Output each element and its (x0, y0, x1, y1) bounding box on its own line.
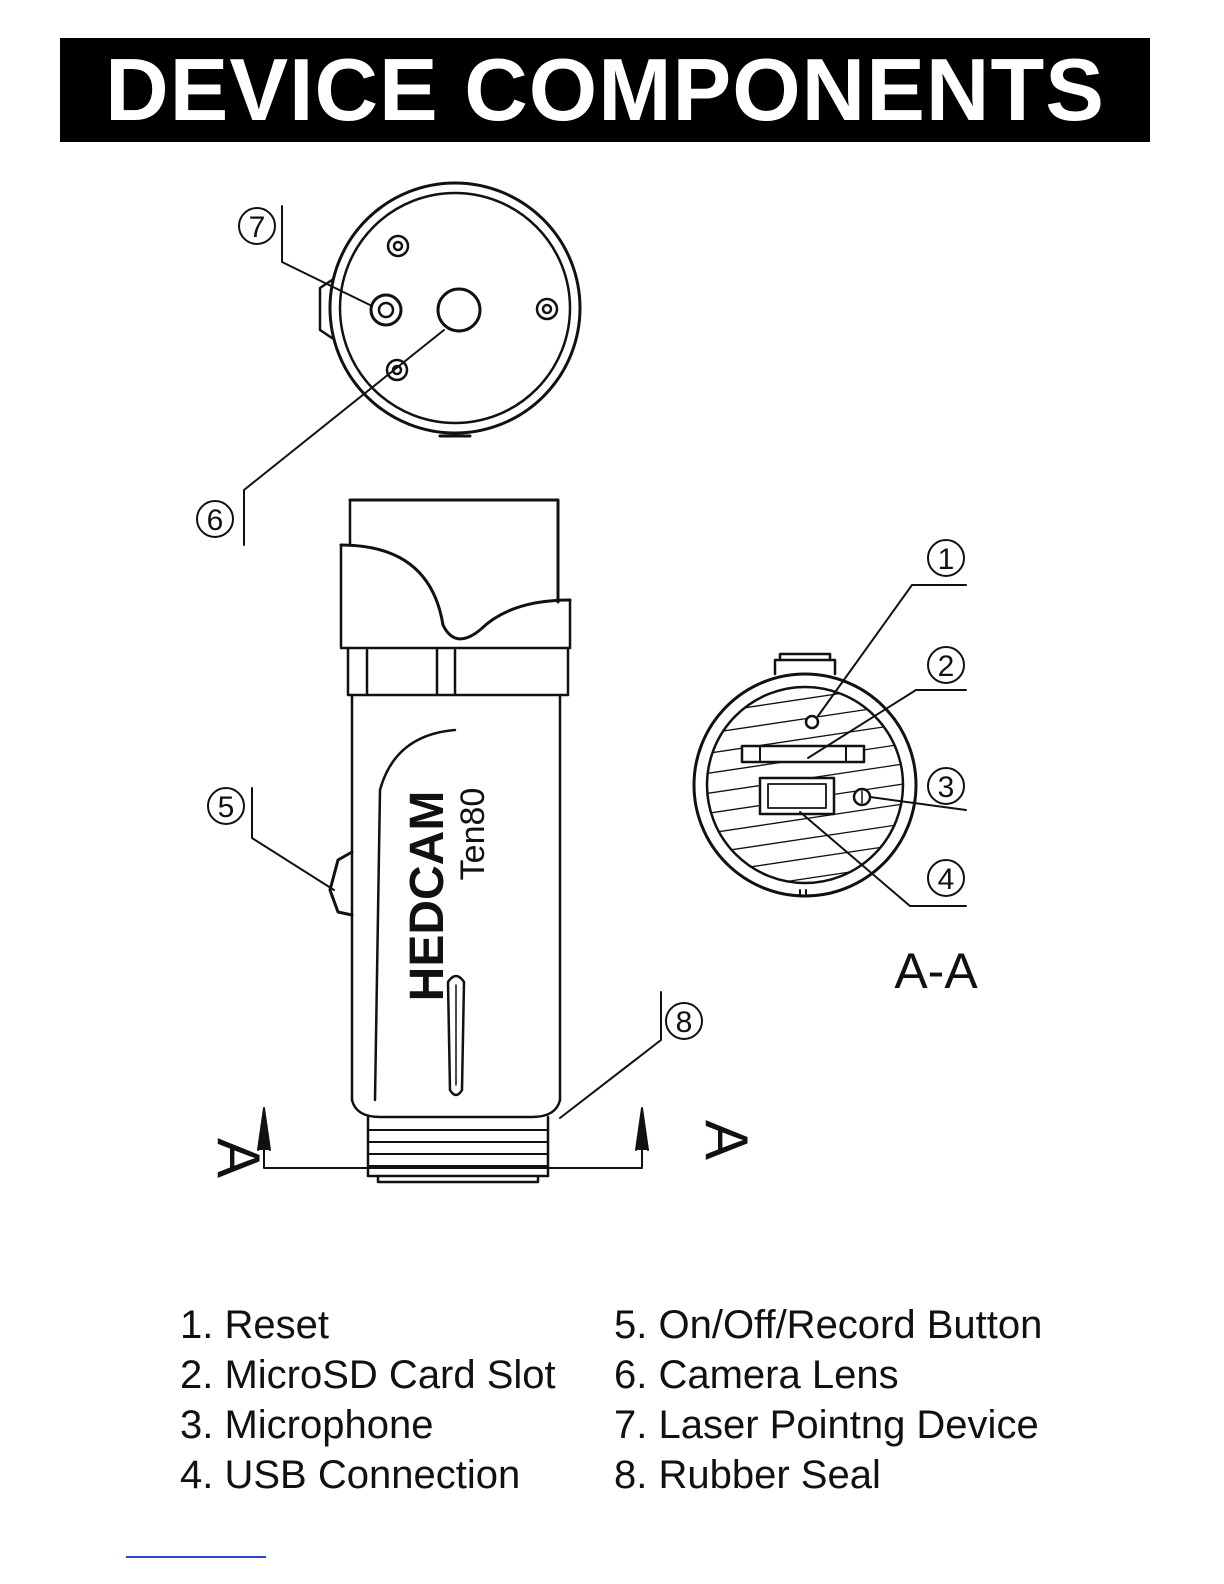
svg-text:4: 4 (938, 863, 955, 896)
callout-4: 4 (928, 860, 964, 896)
callout-2: 2 (928, 647, 964, 683)
legend-item: 7. Laser Pointng Device (614, 1400, 1042, 1450)
legend-item: 6. Camera Lens (614, 1350, 1042, 1400)
callout-7: 7 (239, 208, 275, 244)
callouts: 7 6 5 8 1 2 3 4 (197, 208, 964, 1039)
section-label: A-A (894, 943, 978, 999)
svg-text:6: 6 (207, 504, 224, 537)
legend-right: 5. On/Off/Record Button 6. Camera Lens 7… (614, 1300, 1042, 1500)
callout-6: 6 (197, 501, 233, 537)
svg-text:3: 3 (938, 771, 955, 804)
svg-text:2: 2 (938, 650, 955, 683)
legend-item: 4. USB Connection (180, 1450, 556, 1500)
legend-item: 3. Microphone (180, 1400, 556, 1450)
legend-item: 2. MicroSD Card Slot (180, 1350, 556, 1400)
footer-divider (126, 1556, 266, 1558)
svg-text:7: 7 (249, 211, 266, 244)
section-view (690, 585, 966, 906)
screw-icon (388, 236, 408, 256)
callout-1: 1 (928, 540, 964, 576)
svg-text:5: 5 (218, 791, 235, 824)
laser-pointer-icon (371, 295, 401, 325)
callout-8: 8 (666, 1003, 702, 1039)
legend-item: 8. Rubber Seal (614, 1450, 1042, 1500)
front-view (244, 183, 580, 545)
camera-lens-icon (438, 289, 480, 331)
section-marker-left: A (205, 1138, 272, 1178)
brand-model: Ten80 (454, 788, 492, 881)
reset-icon (806, 716, 818, 728)
section-marker-right: A (693, 1120, 760, 1160)
svg-text:8: 8 (676, 1006, 693, 1039)
brand-logo: HEDCAM Ten80 (401, 788, 492, 1002)
callout-5: 5 (208, 788, 244, 824)
callout-3: 3 (928, 768, 964, 804)
screw-icon (537, 299, 557, 319)
legend-item: 1. Reset (180, 1300, 556, 1350)
legend-left: 1. Reset 2. MicroSD Card Slot 3. Microph… (180, 1300, 556, 1500)
svg-text:1: 1 (938, 543, 955, 576)
legend-item: 5. On/Off/Record Button (614, 1300, 1042, 1350)
brand-name: HEDCAM (401, 791, 454, 1002)
